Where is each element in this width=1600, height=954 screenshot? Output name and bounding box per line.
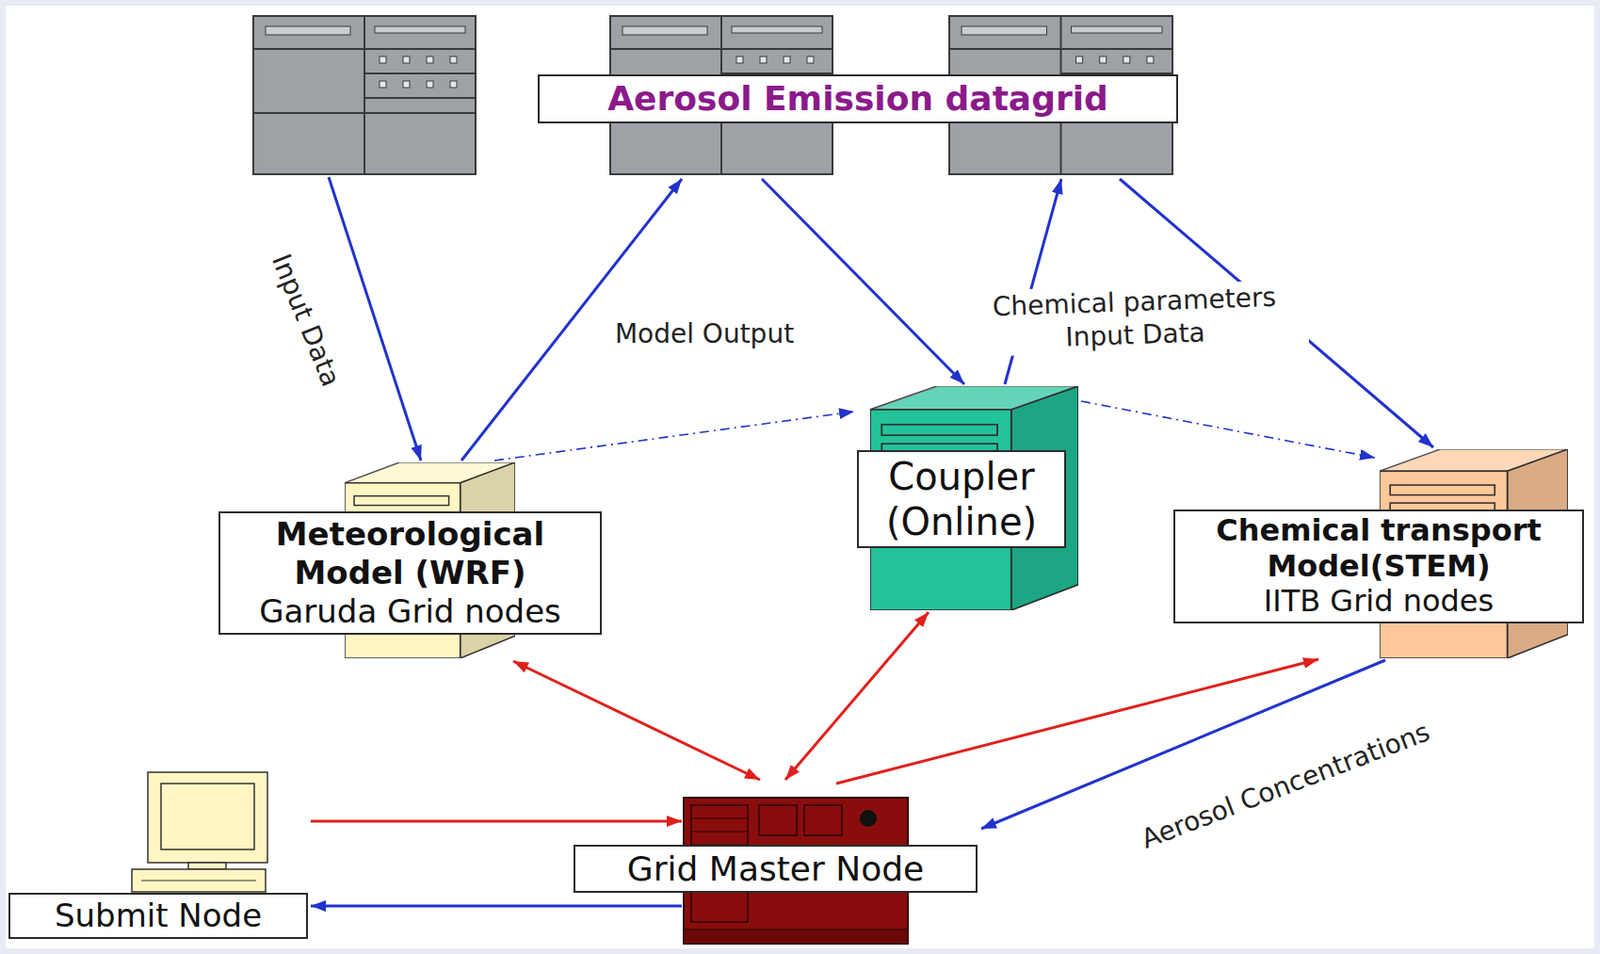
node-subtitle: Garuda Grid nodes: [235, 592, 585, 631]
keyboard: [131, 869, 266, 892]
master-button: [859, 809, 877, 827]
coupling-arrow: [1081, 401, 1375, 458]
monitor: [147, 772, 268, 863]
datagrid-node: Aerosol Emission datagrid: [252, 15, 1174, 176]
keyboard-line: [141, 880, 257, 882]
master-line: [691, 831, 748, 833]
label-box: Submit Node: [8, 892, 308, 939]
control-arrow: [310, 820, 682, 824]
label-box: Grid Master Node: [573, 844, 978, 893]
edge-label: Input Data: [263, 245, 350, 395]
label-box: Meteorological Model (WRF)Garuda Grid no…: [218, 511, 602, 634]
control-arrow: [513, 661, 760, 780]
label-box: Aerosol Emission datagrid: [537, 74, 1179, 123]
datagrid-server: [253, 16, 476, 175]
submit-node: Submit Node: [8, 767, 308, 939]
coupler-node: Coupler (Online): [856, 386, 1079, 611]
data-flow-arrow: [761, 178, 965, 385]
master-panel: [804, 805, 842, 836]
node-title: Grid Master Node: [584, 848, 967, 889]
label-box: Chemical transport Model(STEM)IITB Grid …: [1173, 509, 1584, 624]
monitor-stand: [188, 862, 227, 870]
node-title: Coupler (Online): [868, 453, 1055, 545]
node-title: Aerosol Emission datagrid: [549, 78, 1167, 119]
coupling-arrow: [494, 411, 855, 461]
edge-label: Aerosol Concentrations: [1132, 713, 1438, 857]
data-flow-arrow: [328, 177, 421, 461]
master-line: [691, 818, 748, 820]
label-box: Coupler (Online): [856, 450, 1067, 549]
model-node: Chemical transport Model(STEM)IITB Grid …: [1173, 449, 1584, 659]
submit-computer: [131, 772, 268, 892]
data-flow-arrow: [981, 660, 1386, 829]
node-title: Chemical transport Model(STEM): [1182, 513, 1575, 585]
data-flow-arrow: [310, 905, 682, 908]
edge-label: Model Output: [611, 317, 798, 351]
master-panel: [759, 805, 797, 836]
edge-label: Chemical parameters Input Data: [960, 279, 1310, 358]
control-arrow: [785, 612, 929, 780]
master-vent: [683, 929, 908, 944]
screen: [161, 783, 255, 850]
model-node: Meteorological Model (WRF)Garuda Grid no…: [218, 462, 602, 659]
node-title: Meteorological Model (WRF): [235, 515, 585, 593]
node-subtitle: IITB Grid nodes: [1182, 583, 1575, 620]
node-title: Submit Node: [19, 896, 297, 936]
master-node: Grid Master Node: [573, 781, 978, 944]
control-arrow: [836, 659, 1319, 784]
